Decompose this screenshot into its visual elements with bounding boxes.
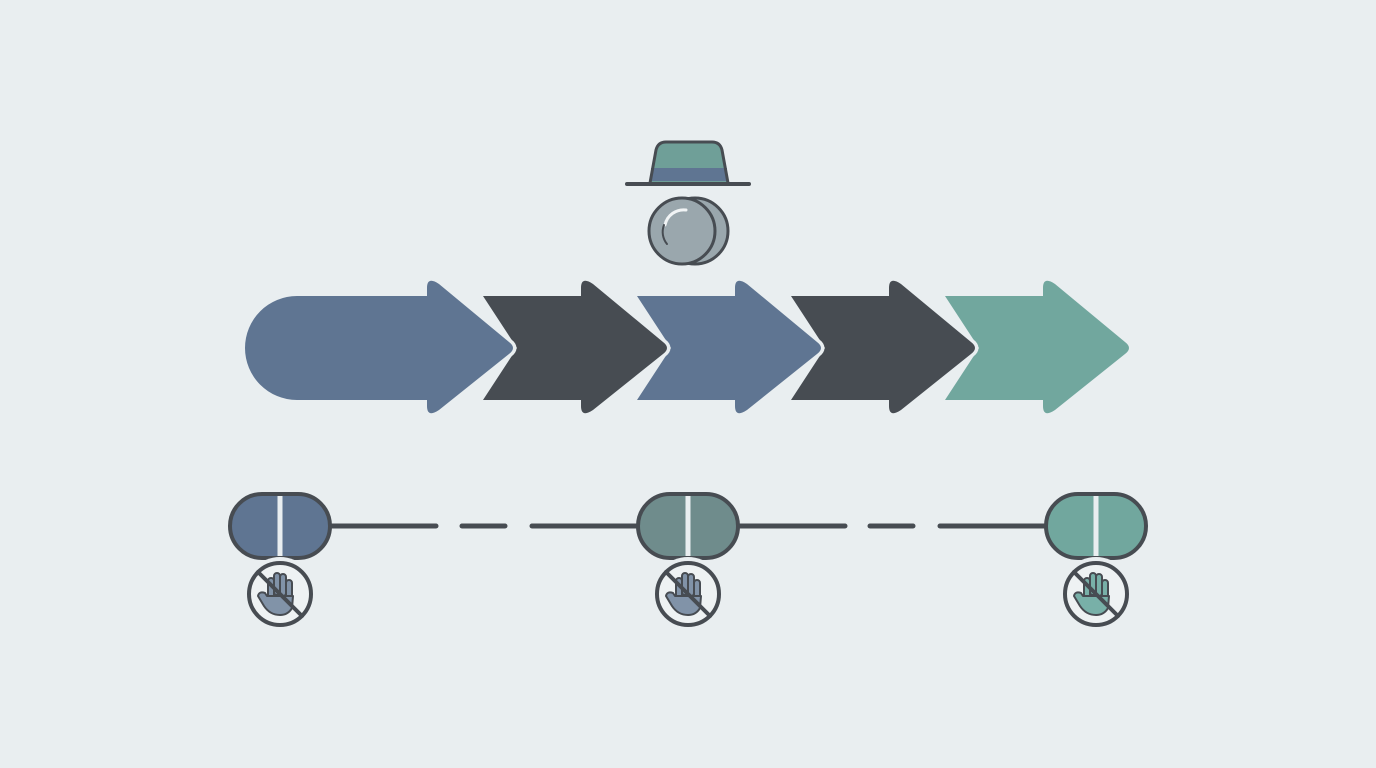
coin-icon [647,196,730,266]
no-touch-icon [1059,557,1133,631]
coin-face [647,196,717,266]
coin-rim [661,224,668,245]
pill-node-1 [228,492,332,631]
no-touch-icon [651,557,725,631]
prohibition-slash [664,570,712,618]
timeline [228,492,1148,631]
prohibition-slash [1072,570,1120,618]
pill-node-3 [1044,492,1148,631]
hat-icon [625,140,751,186]
arrow-segment-4 [787,277,979,417]
arrow-chain [241,277,1133,417]
prohibition-slash [256,570,304,618]
arrow-segment-2 [479,277,671,417]
hat-band [651,168,727,181]
hat-crown-outline [648,140,730,184]
no-touch-icon [243,557,317,631]
pill-node-2 [636,492,740,631]
coin-shine [663,208,688,227]
arrow-segment-5 [941,277,1133,417]
arrow-segment-1 [241,277,517,417]
timeline-nodes [228,492,1148,631]
arrow-segment-3 [633,277,825,417]
